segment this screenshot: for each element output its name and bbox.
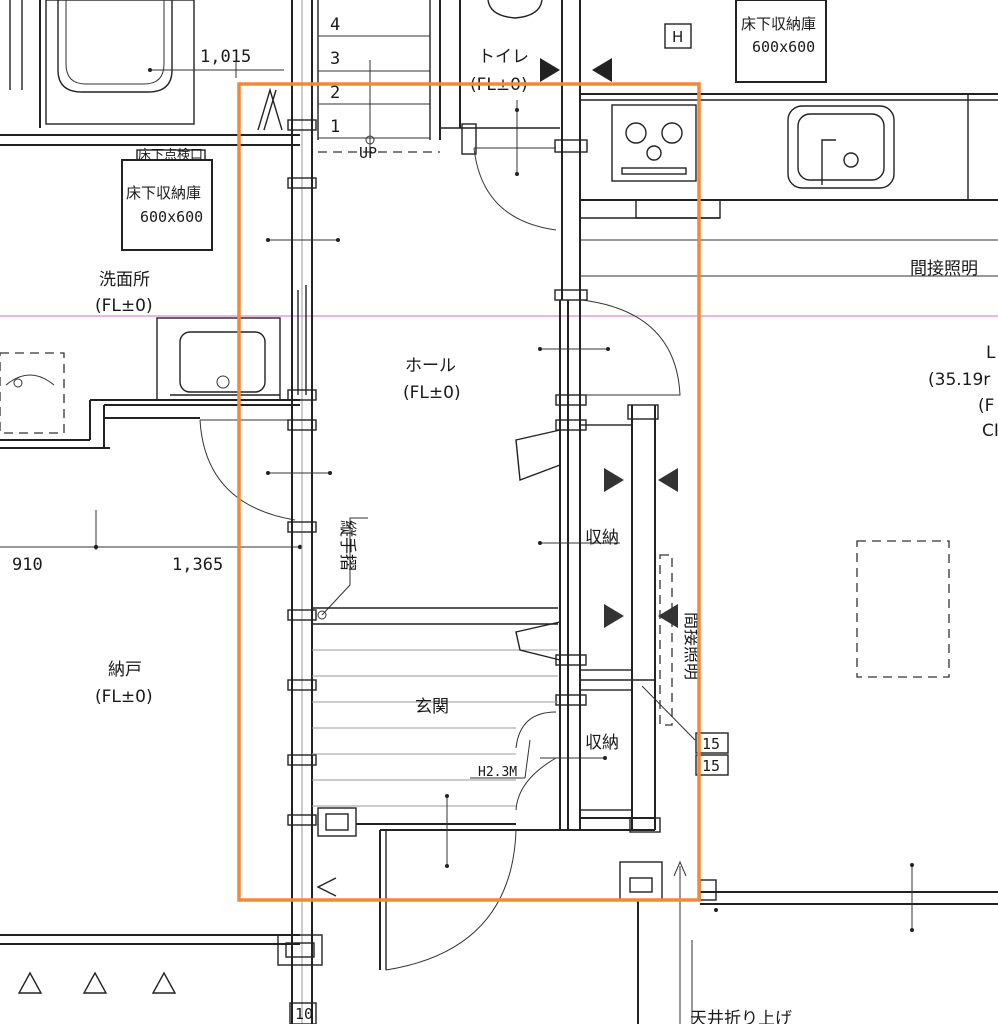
toilet-name: トイレ	[478, 47, 529, 67]
cooktop	[611, 104, 697, 182]
hall-name: ホール	[405, 356, 456, 376]
foundation-marks	[17, 971, 177, 994]
underfloor-storage-right	[735, 0, 827, 83]
kitchen-sink	[787, 105, 895, 189]
arrow-marker-3	[604, 604, 624, 628]
washing-machine	[0, 352, 65, 434]
h-mark-box	[664, 23, 692, 49]
tag-box-top	[695, 732, 729, 754]
stair-step-4: 4	[330, 15, 340, 35]
dimension-1015: 1,015	[200, 47, 251, 67]
indirect-light-label-vertical: 間接照明	[681, 612, 701, 680]
entrance-name: 玄関	[415, 697, 449, 717]
ceiling-fold-label: 天井折り上げ	[690, 1009, 792, 1024]
storage-closets	[516, 404, 661, 833]
toilet-door	[473, 147, 557, 231]
living-ceiling: CI	[982, 421, 998, 441]
stair-step-1: 1	[330, 117, 340, 137]
hall-fixtures	[266, 238, 620, 760]
stair-up-label: UP	[359, 144, 377, 162]
h-mark: H	[672, 28, 683, 46]
underfloor-storage-size-left: 600x600	[140, 208, 203, 226]
entrance-floor	[312, 607, 558, 807]
living-name: L	[986, 343, 996, 363]
folding-door-upper	[515, 429, 561, 481]
dimension-910: 910	[12, 555, 43, 575]
underfloor-inspection-label: 床下点検口	[138, 148, 203, 163]
underfloor-storage-label-right: 床下収納庫	[741, 15, 816, 33]
storage-label-lower: 収納	[585, 733, 619, 753]
hall-west-wall	[277, 0, 323, 1024]
east-door	[581, 299, 681, 396]
skylight-dashed	[856, 540, 950, 678]
tag-box-wall	[289, 1002, 317, 1024]
storage-room-name: 納戸	[108, 660, 142, 680]
door-height-label: H2.3M	[478, 765, 517, 780]
storage-room-walls	[0, 510, 303, 945]
indirect-light-strip	[659, 554, 673, 726]
underfloor-storage-size-right: 600x600	[752, 38, 815, 56]
washbasin	[156, 317, 281, 401]
wash-room-name: 洗面所	[99, 270, 150, 290]
stair-step-3: 3	[330, 49, 340, 69]
storage-label-upper: 収納	[585, 528, 619, 548]
handrail	[317, 517, 368, 620]
tag-wall: 10	[295, 1005, 313, 1023]
wash-room-walls	[0, 399, 300, 449]
living-area: (35.19r	[928, 370, 990, 390]
section-arrow-left	[592, 58, 612, 82]
indirect-light-label-top: 間接照明	[910, 259, 978, 279]
entrance-door	[316, 794, 517, 971]
hall-east-wall	[554, 0, 588, 830]
wash-room-level: (FL±0)	[95, 296, 153, 316]
wash-room-door	[199, 419, 300, 521]
kitchen-counter	[580, 93, 998, 277]
folding-door-lower	[515, 621, 561, 661]
arrow-marker-2	[658, 468, 678, 492]
closet-door	[515, 711, 557, 811]
section-arrow-right	[540, 58, 560, 82]
living-level: (F	[978, 396, 994, 416]
tag-box-bottom	[695, 754, 729, 776]
arrow-marker-1	[604, 468, 624, 492]
storage-room-level: (FL±0)	[95, 687, 153, 707]
highlight-box	[237, 82, 701, 902]
bathtub	[57, 0, 173, 93]
tag-bottom: 15	[702, 757, 720, 775]
staircase	[257, 0, 440, 153]
tag-top: 15	[702, 735, 720, 753]
bathroom-area	[0, 0, 300, 146]
hall-level: (FL±0)	[403, 383, 461, 403]
handrail-label: 縦手摺	[337, 520, 357, 571]
leader-line	[641, 685, 696, 741]
porch-area	[619, 860, 998, 1024]
arrow-marker-4	[658, 604, 678, 628]
underfloor-storage-label-left: 床下収納庫	[126, 184, 201, 202]
stair-step-2: 2	[330, 83, 340, 103]
dimension-1365: 1,365	[172, 555, 223, 575]
toilet-area	[439, 0, 560, 176]
underfloor-storage-left	[121, 149, 213, 251]
